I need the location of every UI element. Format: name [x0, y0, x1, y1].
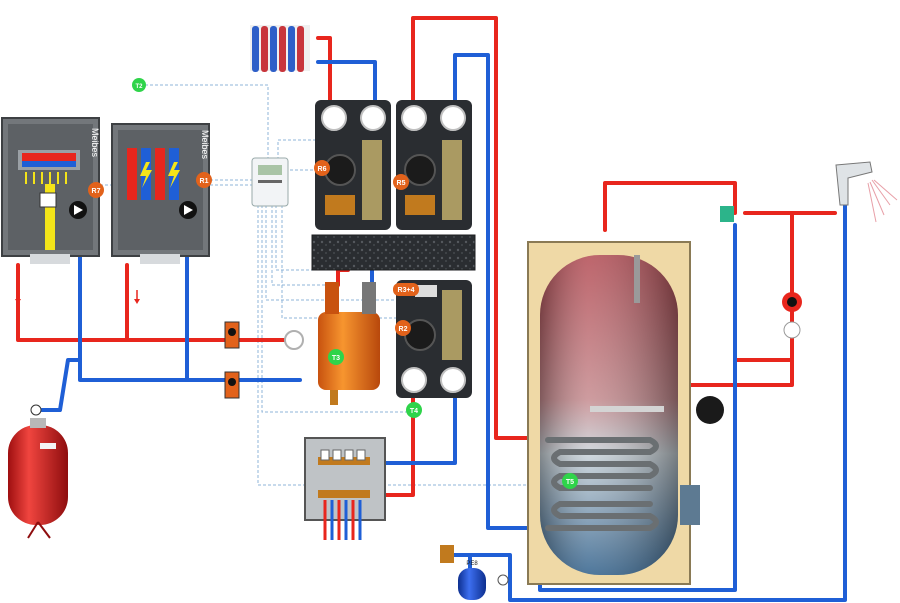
pump-module-radiator: R6	[314, 100, 391, 230]
pipes	[16, 16, 847, 602]
controller-unit	[251, 157, 289, 207]
relay-r3-4-label: R3+4	[398, 287, 415, 294]
gas-boiler: Meibes R7	[1, 117, 104, 304]
relay-r7-label: R7	[92, 188, 101, 195]
radiator	[250, 25, 310, 72]
distribution-manifold-insulation	[311, 234, 476, 271]
sensor-t3-label: T3	[332, 355, 340, 362]
floor-heating-manifold	[304, 437, 386, 540]
electric-boiler: Meibes R1	[111, 123, 212, 304]
dhw-outlet-group	[720, 161, 898, 339]
gas-boiler-brand: Meibes	[90, 128, 100, 158]
dhw-storage-tank	[527, 241, 724, 585]
relay-r1-label: R1	[200, 178, 209, 185]
dhw-expansion-label: PE8	[466, 561, 478, 567]
sensor-t3: T3	[328, 349, 344, 365]
hydraulic-separator	[284, 282, 380, 405]
relay-r6-label: R6	[318, 166, 327, 173]
relay-r2-label: R2	[399, 326, 408, 333]
sensor-t5-label: T5	[566, 479, 574, 486]
relay-r5-label: R5	[397, 180, 406, 187]
dhw-expansion-vessel: PE8	[440, 545, 509, 600]
pump-module-floor: R3+4 R2	[393, 280, 472, 398]
electric-boiler-brand: Meibes	[200, 130, 210, 160]
sensor-t2: T2	[132, 78, 146, 92]
pump-module-dhw: R5	[393, 100, 472, 230]
sensor-t2-label: T2	[135, 84, 143, 90]
boiler-line-valves	[224, 321, 240, 399]
sensor-t4-label: T4	[410, 408, 418, 415]
expansion-vessel-heating	[8, 404, 68, 539]
sensor-t4: T4	[406, 402, 422, 418]
sensor-t5: T5	[562, 473, 578, 489]
